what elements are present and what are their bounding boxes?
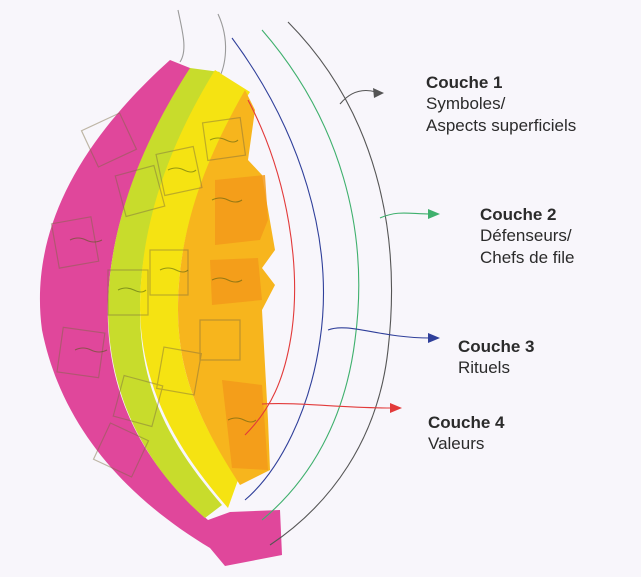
- layer-1-line-1: Symboles/: [426, 93, 576, 114]
- layer-4-line-1: Valeurs: [428, 433, 505, 454]
- layer-4-title: Couche 4: [428, 412, 505, 433]
- layer-1-label: Couche 1 Symboles/ Aspects superficiels: [426, 72, 576, 136]
- sketch-curve-left: [178, 10, 184, 62]
- layer-2-line-2: Chefs de file: [480, 247, 575, 268]
- arrow-layer-3: [328, 328, 440, 343]
- layer-2-line-1: Défenseurs/: [480, 225, 575, 246]
- layer-1-line: [270, 22, 391, 545]
- layer-2-title: Couche 2: [480, 204, 575, 225]
- layer-1-title: Couche 1: [426, 72, 576, 93]
- layer-4-label: Couche 4 Valeurs: [428, 412, 505, 455]
- layer-3-line-1: Rituels: [458, 357, 535, 378]
- layer-2-line: [262, 30, 359, 520]
- arrow-layer-2: [380, 209, 440, 219]
- sketch-curve-right: [218, 14, 226, 80]
- layer-3-label: Couche 3 Rituels: [458, 336, 535, 379]
- layer-1-line-2: Aspects superficiels: [426, 115, 576, 136]
- layer-2-label: Couche 2 Défenseurs/ Chefs de file: [480, 204, 575, 268]
- layer-3-title: Couche 3: [458, 336, 535, 357]
- arrow-layer-4: [262, 403, 402, 413]
